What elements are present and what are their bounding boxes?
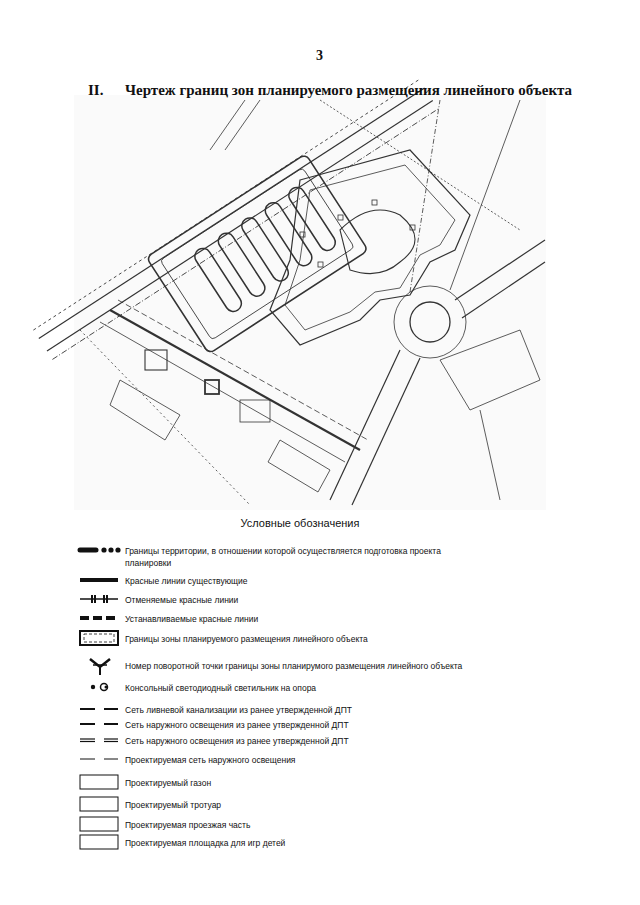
legend-sample [80, 817, 118, 831]
legend-sample [80, 739, 118, 742]
page-title: Чертеж границ зон планируемого размещени… [125, 82, 572, 99]
legend-text: Проектируемая проезжая часть [125, 819, 615, 831]
legend-text: Сеть наружного освещения из ранее утверж… [125, 735, 615, 747]
legend-sample [91, 684, 108, 691]
legend-sample [80, 724, 118, 725]
legend-sample [80, 631, 118, 645]
legend-sample [80, 580, 118, 581]
legend-heading: Условные обозначения [241, 517, 360, 529]
legend-text: Консольный светодиодный светильник на оп… [125, 682, 615, 694]
legend-sample [80, 547, 121, 552]
legend-text: Сеть ливневой канализации из ранее утвер… [125, 704, 615, 716]
legend-text: Проектируемый газон [125, 777, 615, 789]
legend-text: Границы зоны планируемого размещения лин… [125, 633, 615, 645]
legend-text: Проектируемый тротуар [125, 799, 615, 811]
legend-sample [80, 709, 118, 710]
legend-sample [80, 775, 118, 789]
legend-text: Номер поворотной точки границы зоны план… [125, 660, 615, 672]
legend-sample [80, 835, 118, 849]
legend-text: Проектируемая площадка для игр детей [125, 837, 615, 849]
map-drawing [33, 80, 546, 510]
legend-text: Сеть наружного освещения из ранее утверж… [125, 719, 615, 731]
legend-sample [80, 618, 118, 619]
page-number: 3 [316, 48, 323, 64]
legend-text: Устанавливаемые красные линии [125, 613, 615, 625]
legend-sample [80, 797, 118, 811]
legend-text: Границы территории, в отношении которой … [125, 545, 465, 569]
legend-text: Проектируемая сеть наружного освещения [125, 754, 615, 766]
legend-sample [80, 595, 118, 603]
legend-text: Отменяемые красные линии [125, 594, 615, 606]
legend-sample [90, 659, 110, 675]
legend-sample [80, 759, 118, 760]
section-number: II. [88, 82, 103, 99]
legend-text: Красные линии существующие [125, 575, 615, 587]
